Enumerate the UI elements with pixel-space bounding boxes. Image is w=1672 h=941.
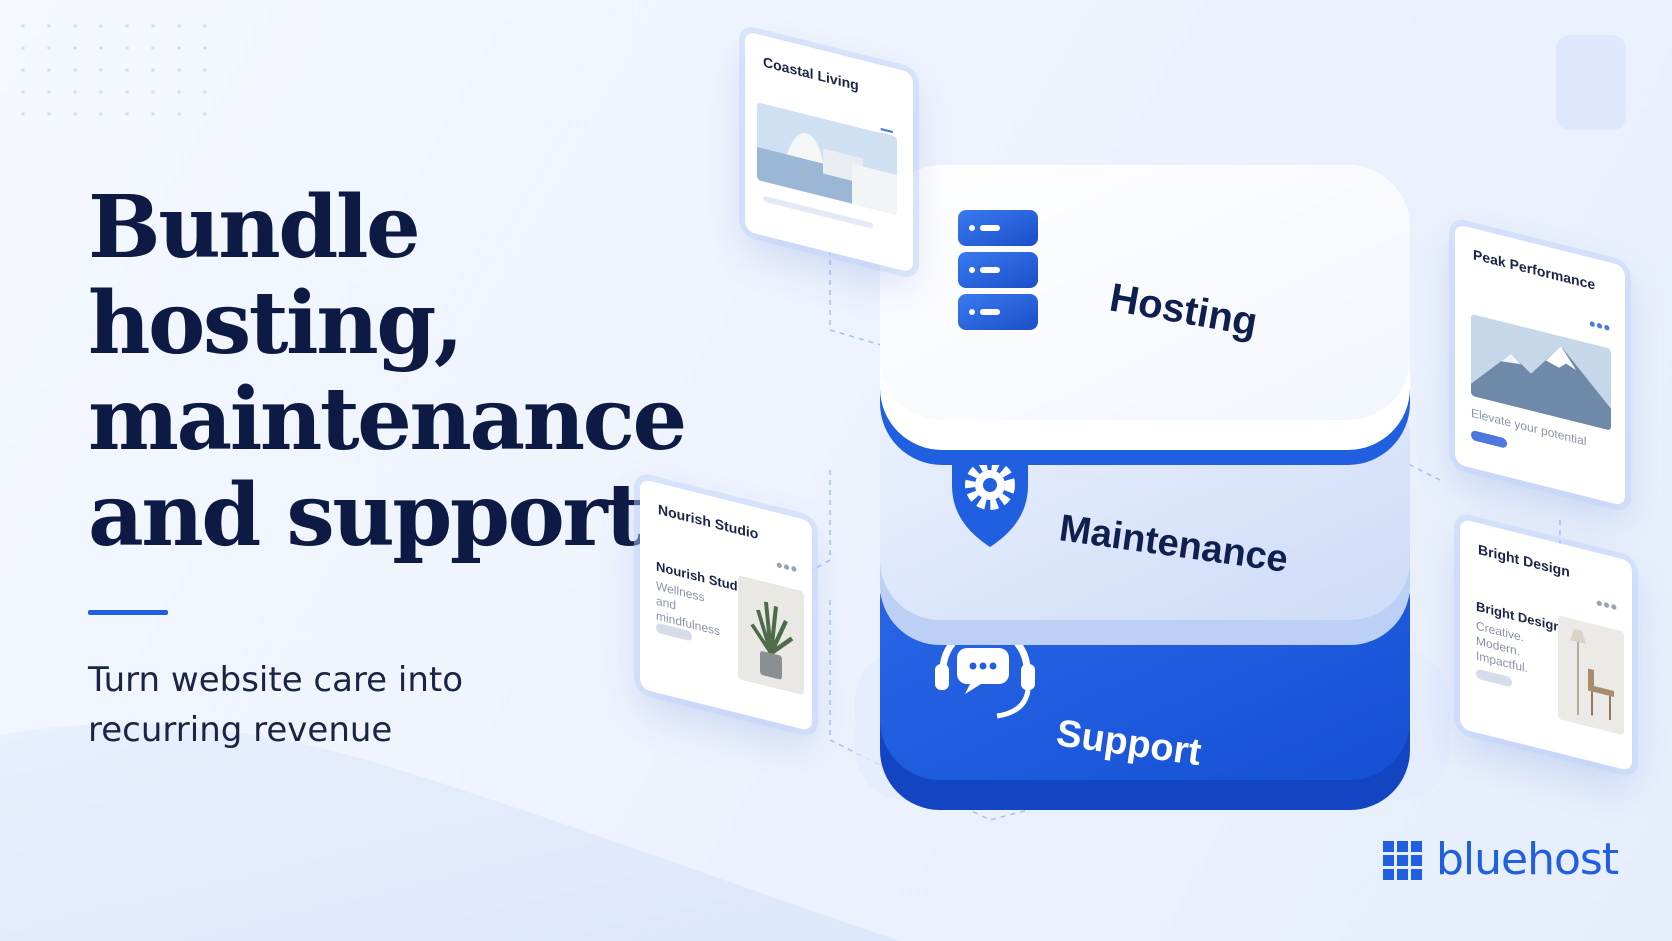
more-dots-icon[interactable]: ••• xyxy=(776,554,798,580)
card-bright-design: Bright Design ••• Bright Design Creative… xyxy=(1460,518,1632,772)
bluehost-logo[interactable]: bluehost xyxy=(1383,834,1619,885)
card-nourish-studio: Nourish Studio ••• Nourish Studio Wellne… xyxy=(640,478,812,732)
card-bright-image xyxy=(1558,614,1624,736)
card-peak-performance: Peak Performance ••• Elevate your potent… xyxy=(1455,223,1625,507)
card-coastal-image xyxy=(757,102,897,215)
accent-divider xyxy=(88,610,168,615)
headline-line-3: and support xyxy=(88,465,645,566)
hero-text: Bundle hosting, maintenance and support … xyxy=(88,180,738,755)
card-peak-image xyxy=(1471,313,1611,431)
decorative-dot-grid xyxy=(10,15,210,125)
headline-line-1: Bundle hosting, xyxy=(88,177,464,374)
card-nourish-image xyxy=(738,574,804,696)
card-peak-button[interactable] xyxy=(1471,429,1507,449)
more-dots-icon[interactable]: ••• xyxy=(1596,592,1618,618)
server-stack-icon xyxy=(958,210,1038,330)
card-nourish-title: Nourish Studio xyxy=(658,501,759,543)
subheadline-line-1: Turn website care into xyxy=(88,660,464,700)
brand-name: bluehost xyxy=(1436,834,1619,885)
more-dots-icon[interactable]: ••• xyxy=(1589,313,1611,339)
card-peak-title: Peak Performance xyxy=(1473,246,1596,293)
card-coastal-title: Coastal Living xyxy=(763,53,859,94)
headline: Bundle hosting, maintenance and support xyxy=(88,180,738,564)
subheadline: Turn website care into recurring revenue xyxy=(88,655,738,755)
headline-line-2: maintenance xyxy=(88,369,687,470)
card-bright-title: Bright Design xyxy=(1478,541,1570,580)
card-coastal-living: Coastal Living ☰ xyxy=(745,31,913,273)
bluehost-grid-logo-icon xyxy=(1383,840,1422,880)
subheadline-line-2: recurring revenue xyxy=(88,710,393,750)
